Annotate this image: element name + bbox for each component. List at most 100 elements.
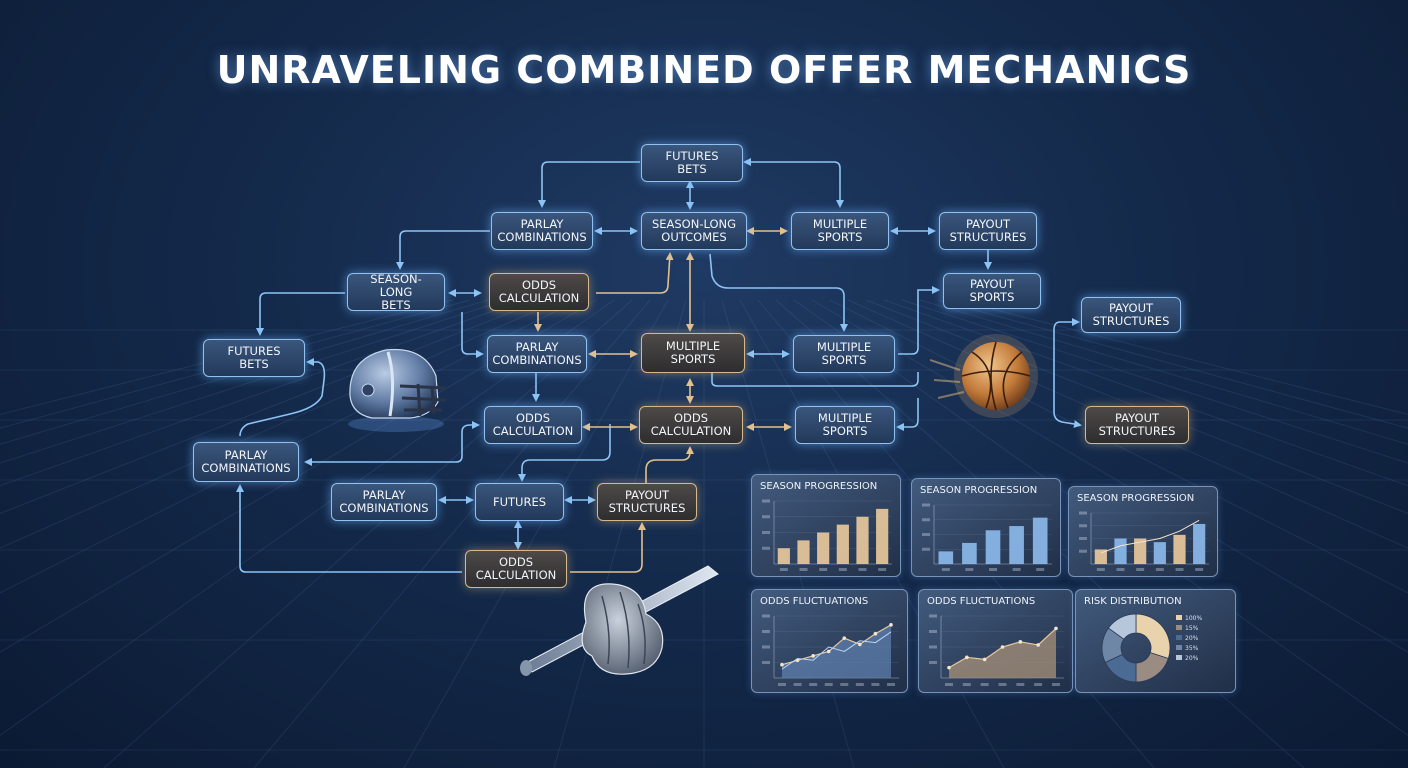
- node-futures-bets-left[interactable]: FUTURES BETS: [203, 339, 305, 377]
- legend-label: 15%: [1185, 625, 1199, 632]
- node-payout-sports[interactable]: PAYOUT SPORTS: [943, 273, 1041, 309]
- y-tick-mark: [762, 661, 770, 664]
- odds-fluctuations-1-chart: [762, 614, 899, 686]
- grid-line: [0, 299, 597, 653]
- grid-line: [0, 299, 525, 487]
- data-point: [858, 642, 862, 647]
- x-tick-mark: [809, 683, 818, 686]
- y-tick-mark: [922, 547, 930, 551]
- x-tick-mark: [1116, 568, 1125, 571]
- x-tick-mark: [855, 683, 864, 686]
- bar: [836, 524, 849, 564]
- node-payout-structures-2[interactable]: PAYOUT STRUCTURES: [597, 483, 697, 521]
- y-tick-mark: [922, 518, 930, 522]
- x-tick-mark: [1096, 568, 1105, 571]
- legend-item: 20%: [1176, 634, 1202, 644]
- x-tick-mark: [858, 568, 867, 571]
- node-parlay-combinations-left[interactable]: PARLAY COMBINATIONS: [193, 442, 299, 482]
- series-line: [781, 624, 892, 666]
- x-tick-mark: [824, 683, 833, 686]
- grid-line: [0, 299, 471, 429]
- x-tick-mark: [838, 568, 847, 571]
- node-multiple-sports-3[interactable]: MULTIPLE SPORTS: [795, 406, 895, 444]
- bar: [876, 508, 889, 564]
- y-tick-mark: [1079, 537, 1087, 540]
- x-tick-mark: [1136, 568, 1145, 571]
- data-point: [1036, 643, 1040, 647]
- risk-distribution-chart: [1101, 613, 1171, 683]
- node-payout-structures-1[interactable]: PAYOUT STRUCTURES: [939, 212, 1037, 250]
- legend-label: 20%: [1185, 655, 1199, 662]
- x-tick-mark: [1052, 683, 1060, 686]
- data-point: [811, 654, 815, 658]
- grid-line: [253, 299, 651, 768]
- node-odds-calculation-2[interactable]: ODDS CALCULATION: [484, 406, 582, 444]
- x-tick-mark: [1034, 683, 1043, 686]
- season-progression-3-chart: [1079, 511, 1209, 571]
- node-futures-bets-top[interactable]: FUTURES BETS: [641, 144, 743, 182]
- x-tick-mark: [878, 568, 887, 571]
- x-tick-mark: [980, 683, 989, 686]
- bar: [962, 542, 977, 564]
- panel-odds-fluctuations-1: ODDS FLUCTUATIONS: [751, 589, 908, 693]
- grid-line: [103, 299, 633, 768]
- bar: [777, 548, 790, 564]
- legend-label: 100%: [1185, 615, 1203, 622]
- bar: [817, 532, 830, 564]
- x-tick-mark: [1016, 683, 1025, 686]
- odds-fluctuations-2-chart: [929, 614, 1064, 686]
- node-multiple-sports-1[interactable]: MULTIPLE SPORTS: [791, 212, 889, 250]
- panel-season-progression-1: SEASON PROGRESSION: [751, 474, 901, 577]
- panel-title: ODDS FLUCTUATIONS: [760, 596, 869, 607]
- node-parlay-combinations-3[interactable]: PARLAY COMBINATIONS: [331, 483, 437, 521]
- bar: [1032, 517, 1048, 564]
- risk-legend: 100% 15% 20% 35% 20%: [1176, 614, 1202, 664]
- y-tick-mark: [762, 630, 770, 633]
- node-futures[interactable]: FUTURES: [475, 483, 564, 521]
- x-tick-mark: [998, 683, 1007, 686]
- node-season-long-outcomes[interactable]: SEASON-LONG OUTCOMES: [641, 212, 747, 250]
- node-odds-calculation-3[interactable]: ODDS CALCULATION: [465, 550, 567, 588]
- legend-item: 100%: [1176, 614, 1202, 624]
- data-point: [842, 636, 847, 640]
- y-tick-mark: [762, 546, 770, 550]
- grid-line: [0, 299, 507, 464]
- grid-line: [883, 299, 1408, 487]
- node-parlay-combinations-1[interactable]: PARLAY COMBINATIONS: [491, 212, 593, 250]
- legend-swatch: [1176, 655, 1182, 660]
- panel-odds-fluctuations-2: ODDS FLUCTUATIONS: [918, 589, 1073, 693]
- bar: [1134, 538, 1147, 564]
- node-odds-calculation-1[interactable]: ODDS CALCULATION: [489, 273, 589, 311]
- x-tick-mark: [799, 568, 808, 571]
- series-line-2: [781, 631, 892, 670]
- x-tick-mark: [989, 568, 997, 571]
- pie-slice: [1107, 613, 1137, 640]
- grid-line: [937, 299, 1408, 429]
- season-progression-1-chart: [762, 499, 892, 571]
- node-payout-structures-right-1[interactable]: PAYOUT STRUCTURES: [1081, 297, 1181, 333]
- x-tick-mark: [840, 683, 849, 686]
- y-tick-mark: [922, 533, 930, 536]
- legend-item: 35%: [1176, 644, 1202, 654]
- node-multiple-sports-center[interactable]: MULTIPLE SPORTS: [641, 333, 745, 373]
- data-point: [1054, 626, 1058, 631]
- legend-swatch: [1176, 635, 1182, 640]
- node-parlay-combinations-2[interactable]: PARLAY COMBINATIONS: [487, 335, 587, 373]
- panel-season-progression-3: SEASON PROGRESSION: [1068, 486, 1218, 577]
- y-tick-mark: [929, 661, 937, 664]
- y-tick-mark: [762, 645, 770, 649]
- grid-line: [0, 299, 489, 445]
- area-fill: [782, 624, 891, 678]
- y-tick-mark: [762, 614, 770, 618]
- bar: [1153, 542, 1166, 564]
- baseball-glove-bat-icon: [520, 565, 719, 676]
- node-season-long-bets[interactable]: SEASON-LONG BETS: [347, 272, 445, 311]
- node-multiple-sports-2[interactable]: MULTIPLE SPORTS: [793, 335, 895, 373]
- x-tick-mark: [941, 568, 950, 571]
- bar: [1094, 549, 1107, 564]
- node-payout-structures-right-2[interactable]: PAYOUT STRUCTURES: [1085, 406, 1189, 444]
- pie-slice: [1135, 652, 1169, 683]
- node-odds-calculation-center[interactable]: ODDS CALCULATION: [639, 406, 743, 444]
- x-tick-mark: [778, 683, 786, 686]
- bar: [1173, 534, 1186, 564]
